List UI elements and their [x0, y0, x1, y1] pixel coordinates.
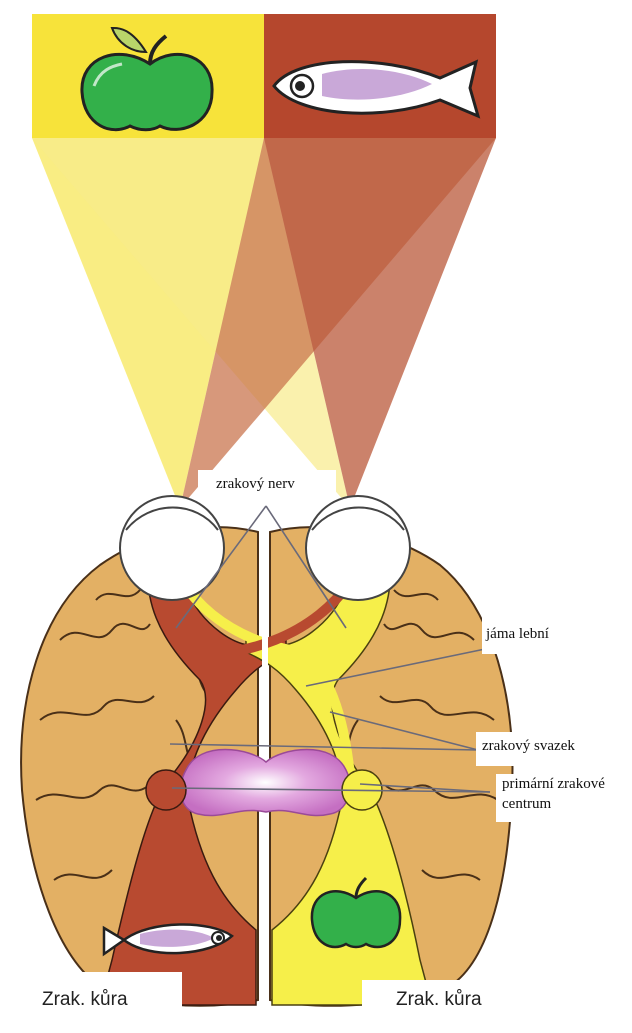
primary-center-label-line1: primární zrakové [502, 776, 605, 793]
right-eye [306, 496, 410, 600]
left-lgn-nucleus [146, 770, 186, 810]
left-cortex-label: Zrak. kůra [42, 989, 128, 1011]
optic-nerve-label: zrakový nerv [216, 476, 295, 493]
cranial-fossa-label: jáma lební [486, 626, 549, 643]
primary-center-label-line2: centrum [502, 796, 551, 813]
right-cortex-label: Zrak. kůra [396, 989, 482, 1011]
projection-cones [32, 138, 496, 508]
optic-tract-label: zrakový svazek [482, 738, 575, 755]
